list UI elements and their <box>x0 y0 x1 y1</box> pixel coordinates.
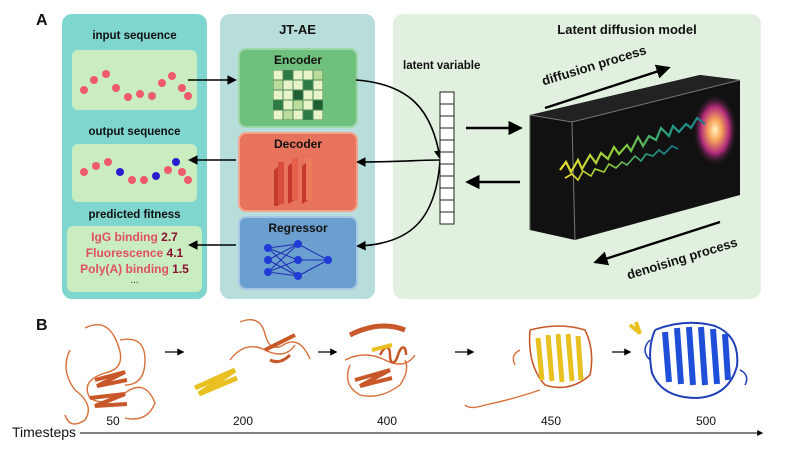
neural-network-icon <box>264 240 332 280</box>
latent-vector <box>439 91 455 225</box>
decoder-label: Decoder <box>273 137 323 151</box>
timestep-label: 50 <box>106 414 120 428</box>
panel-a-connections <box>188 64 741 266</box>
protein-structure-450 <box>464 325 593 409</box>
timestep-label: 500 <box>695 414 717 428</box>
fitness-row: Fluorescence 4.1 <box>67 246 202 260</box>
input-sequence-box <box>72 50 197 110</box>
jtae-panel: JT-AE Encoder Decoder Regressor <box>220 14 375 299</box>
encoder-label: Encoder <box>273 53 322 67</box>
fitness-row: Poly(A) binding 1.5 <box>67 262 202 276</box>
denoising-process-arrow <box>593 220 721 266</box>
fitness-name: Fluorescence <box>85 246 164 260</box>
panel-a-letter: A <box>36 12 48 29</box>
latent-variable-label: latent variable <box>403 60 481 72</box>
protein-structure-200 <box>193 319 311 397</box>
protein-structure-400 <box>344 323 416 397</box>
timestep-label: 450 <box>540 414 562 428</box>
fitness-value: 1.5 <box>172 262 189 276</box>
timestep-label: 400 <box>376 414 398 428</box>
latent-diffusion-title: Latent diffusion model <box>557 22 697 37</box>
structure-progression <box>64 319 764 436</box>
output-sequence-label: output sequence <box>88 126 181 138</box>
regressor-label: Regressor <box>268 221 328 235</box>
arrow-latent-to-decoder <box>356 157 441 167</box>
arrow-encoder-to-latent <box>355 79 444 160</box>
latent-space-box <box>529 75 741 241</box>
encoder-block: Encoder <box>238 48 358 128</box>
fitness-box: IgG binding 2.7 Fluorescence 4.1 Poly(A)… <box>67 226 202 292</box>
predicted-fitness-label: predicted fitness <box>88 209 181 221</box>
output-sequence-box <box>72 144 197 202</box>
fitness-name: IgG binding <box>91 230 158 244</box>
fitness-value: 2.7 <box>161 230 178 244</box>
sequence-panel: input sequence output sequence predicted… <box>62 14 207 299</box>
protein-structure-50 <box>64 324 156 425</box>
timesteps-label: Timesteps <box>12 424 77 440</box>
protein-structure-500 <box>628 321 748 400</box>
fitness-value: 4.1 <box>166 246 184 260</box>
timestep-label: 200 <box>232 414 254 428</box>
fitness-row: IgG binding 2.7 <box>67 230 202 244</box>
arrow-latent-to-regressor <box>356 159 441 251</box>
diffusion-process-arrow <box>544 64 671 110</box>
encoder-grid-icon <box>273 70 323 120</box>
output-sequence-dots <box>80 158 192 184</box>
fitness-ellipsis: ... <box>130 275 139 286</box>
panel-b-letter: B <box>36 317 48 334</box>
decoder-block: Decoder <box>238 132 358 212</box>
input-sequence-label: input sequence <box>92 30 177 42</box>
regressor-block: Regressor <box>238 216 358 290</box>
input-sequence-dots <box>80 70 192 101</box>
fitness-name: Poly(A) binding <box>80 262 169 276</box>
jtae-title: JT-AE <box>279 22 316 37</box>
decoder-layers-icon <box>274 158 312 206</box>
